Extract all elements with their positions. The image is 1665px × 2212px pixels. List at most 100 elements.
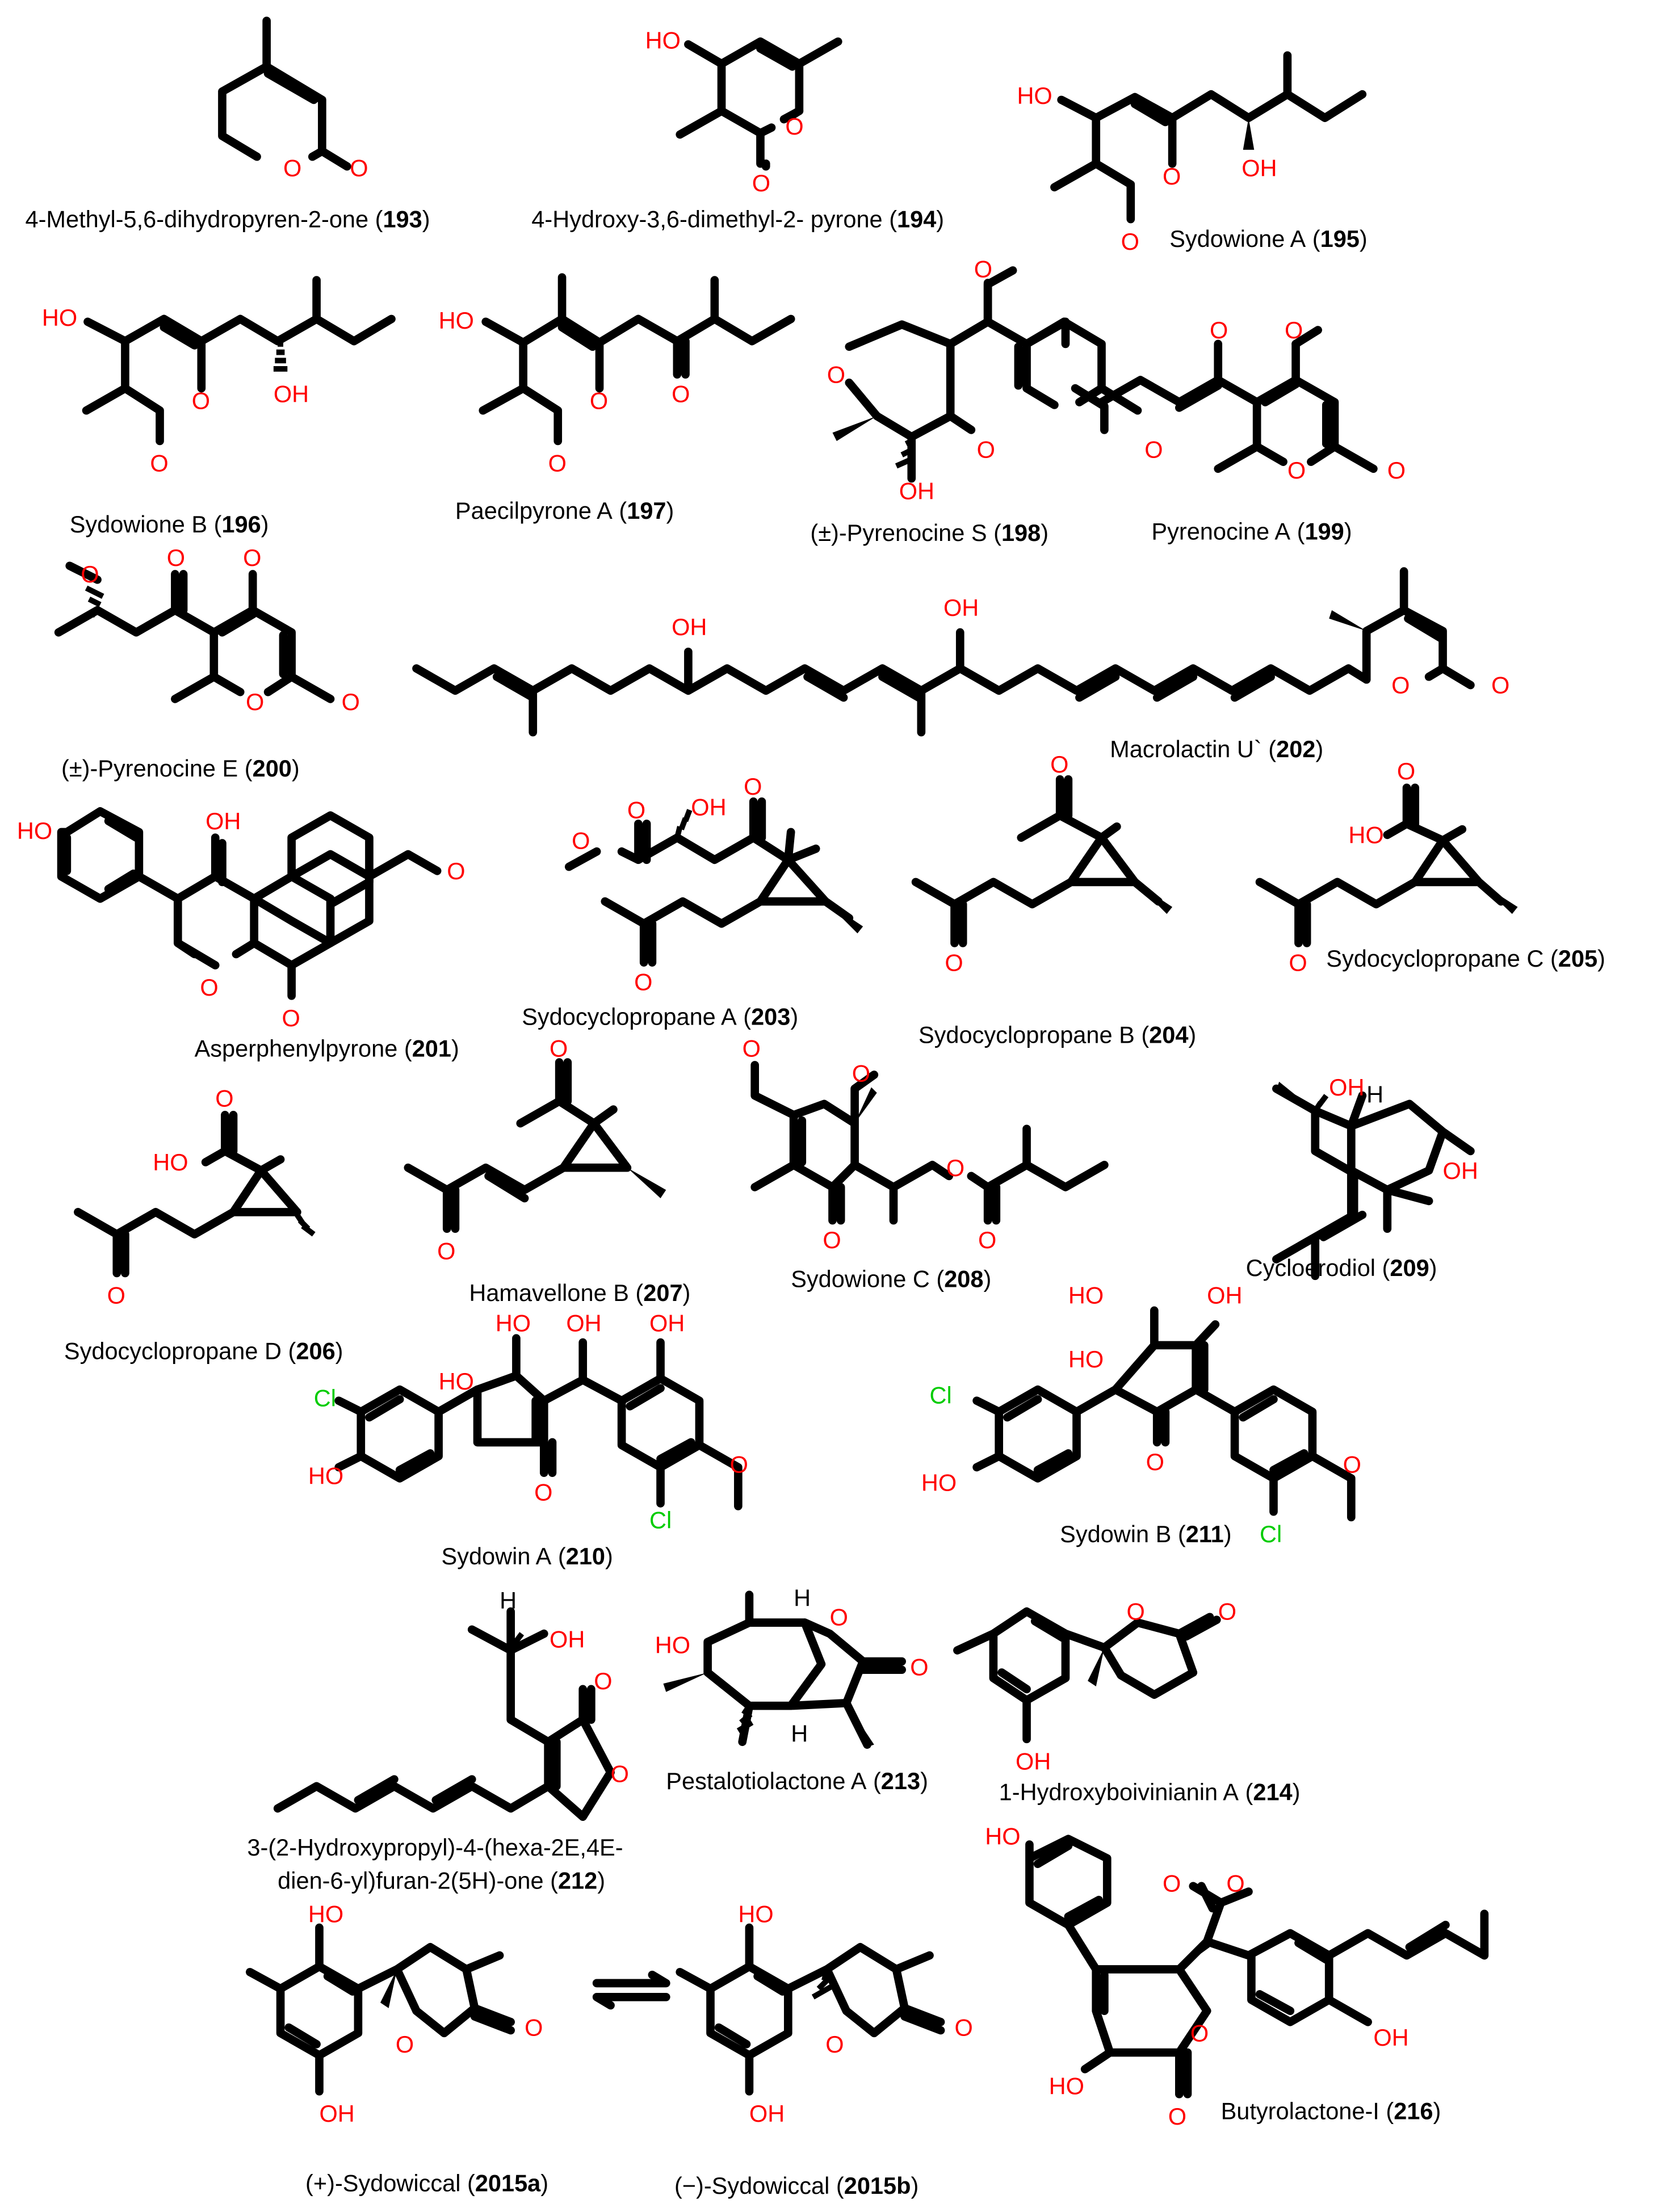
ring-hydroxy-label: HO: [496, 1310, 531, 1337]
caption-number: 2015a: [475, 2169, 541, 2196]
compound-196: HO O O OH Sydowione B (196): [42, 276, 396, 538]
svg-text:4-Methyl-5,6-dihydropyren-2-on: 4-Methyl-5,6-dihydropyren-2-one (193): [26, 206, 430, 233]
svg-text:Sydowin B (211): Sydowin B (211): [1060, 1521, 1231, 1547]
caption-number: 201: [412, 1035, 451, 1062]
compound-200: O O O O O (±)-Pyrenocine E (200): [54, 544, 360, 782]
hydroxy-label: HO: [645, 27, 681, 54]
svg-text:Sydowin A (210): Sydowin A (210): [442, 1543, 613, 1569]
svg-text:Sydowione C (208): Sydowione C (208): [791, 1265, 991, 1292]
caption-name: Macrolactin U`: [1110, 736, 1262, 762]
carbonyl-oxygen-label: O: [342, 689, 360, 715]
caption-name: 4-Methyl-5,6-dihydropyren-2-one: [26, 206, 369, 233]
ring-oxygen-label: O: [1190, 2020, 1209, 2046]
compound-209: OH H OH Cycloerodiol (209): [1246, 1074, 1478, 1281]
ester-carbonyl-label: O: [627, 797, 645, 824]
tertiary-hydroxy-label: HO: [439, 1368, 474, 1395]
carbonyl-oxygen-label: O: [282, 1005, 300, 1031]
caption-number: 211: [1186, 1521, 1224, 1547]
caption-name: (±)-Pyrenocine S: [810, 519, 987, 546]
side-chain-hydroxy-label: OH: [1242, 154, 1277, 181]
carbonyl-oxygen-label: O: [150, 450, 168, 477]
svg-text:Sydowione A (195): Sydowione A (195): [1169, 225, 1368, 252]
ring-oxygen-label: O: [246, 689, 264, 715]
carbonyl-oxygen-label: O: [350, 154, 368, 181]
compound-201: HO OH O O O Asperphenylpyrone (201): [17, 807, 465, 1062]
ester-carbonyl-label: O: [978, 1227, 996, 1253]
svg-text:Macrolactin U` (202): Macrolactin U` (202): [1110, 736, 1323, 762]
caption-number: 199: [1305, 518, 1344, 544]
ester-oxygen-label: O: [572, 827, 590, 854]
chloro-label-1: Cl: [930, 1382, 952, 1409]
ring-hydroxy-label: HO: [1068, 1282, 1104, 1309]
methoxy-label: O: [852, 1060, 870, 1087]
compound-216: HO O O O HO O OH Butyrolactone-I (216): [985, 1823, 1489, 2130]
caption-number: 205: [1558, 945, 1597, 972]
hydroxy-label: OH: [1016, 1748, 1051, 1775]
compound-210: Cl HO HO HO OH O OH O Cl Sydowin A (210): [308, 1310, 748, 1569]
caption-number: 206: [296, 1337, 335, 1364]
ring-oxygen-label: O: [1126, 1598, 1144, 1625]
svg-text:4-Hydroxy-3,6-dimethyl-2- pyro: 4-Hydroxy-3,6-dimethyl-2- pyrone (194): [531, 206, 944, 233]
caption-name: Sydowione B: [70, 511, 207, 538]
methyl-ketone-oxygen-label: O: [634, 968, 652, 995]
ketone-oxygen-label: O: [107, 1282, 125, 1309]
caption-number: 203: [751, 1004, 790, 1030]
acid-hydroxy-label: HO: [1348, 822, 1383, 849]
side-chain-hydroxy-label: OH: [274, 381, 309, 408]
caption-name: Sydowin A: [442, 1543, 552, 1569]
ring-oxygen-label: O: [1163, 163, 1181, 190]
caption-name: 4-Hydroxy-3,6-dimethyl-2- pyrone: [531, 206, 882, 233]
ring-oxygen-label: O: [1287, 457, 1306, 484]
caption-name: (−)-Sydowiccal: [674, 2172, 829, 2199]
hydroxy-label-1: OH: [672, 614, 707, 640]
carbonyl-oxygen-label: O: [1218, 1598, 1236, 1625]
caption-name: Butyrolactone-I: [1221, 2097, 1379, 2124]
hydroxy-label: HO: [42, 304, 77, 331]
hydroxy-label-1: HO: [308, 1900, 343, 1927]
carbonyl-oxygen-label: O: [1491, 672, 1509, 699]
ring-oxygen-label: O: [825, 2031, 844, 2058]
ketone-oxygen-label: O: [1050, 751, 1068, 778]
ketone-oxygen-label: O: [534, 1479, 552, 1506]
caption-name: Asperphenylpyrone: [195, 1035, 398, 1062]
enol-hydroxy-label: OH: [205, 808, 241, 834]
carbonyl-oxygen-label: O: [1387, 457, 1406, 484]
svg-text:Sydocyclopropane C (205): Sydocyclopropane C (205): [1326, 945, 1605, 972]
hydroxy-label-2: OH: [319, 2100, 354, 2127]
carbonyl-oxygen-label: O: [752, 170, 770, 196]
stereo-h-label: H: [500, 1587, 517, 1614]
svg-text:Pyrenocine A (199): Pyrenocine A (199): [1151, 518, 1352, 544]
carbonyl-oxygen-label: O: [525, 2014, 543, 2041]
ring-oxygen-label: O: [785, 113, 803, 140]
caption-name: Pyrenocine A: [1151, 518, 1290, 544]
caption-number: 214: [1253, 1778, 1292, 1805]
svg-text:Sydocyclopropane D (206): Sydocyclopropane D (206): [64, 1337, 343, 1364]
ring-oxygen-label: O: [590, 388, 608, 414]
caption-number: 213: [881, 1768, 920, 1794]
carbonyl-oxygen-label: O: [910, 1653, 928, 1680]
caption-name: Sydocyclopropane B: [919, 1021, 1135, 1048]
compound-195: HO O O OH Sydowione A (195): [1017, 51, 1368, 255]
ester-oxygen-label: O: [946, 1155, 964, 1181]
methoxy-oxygen-label: O: [974, 256, 992, 283]
compound-204: O O Sydocyclopropane B (204): [911, 751, 1196, 1048]
compound-207: O O Hamavellone B (207): [404, 1035, 690, 1306]
caption-name: Cycloerodiol: [1246, 1254, 1375, 1281]
svg-text:(±)-Pyrenocine S (198): (±)-Pyrenocine S (198): [810, 519, 1049, 546]
phenol-hydroxy-label: HO: [985, 1823, 1020, 1850]
ring-oxygen-label: O: [200, 974, 218, 1001]
aryl-hydroxy-label: OH: [1373, 2024, 1408, 2051]
hydroxy-label-1: OH: [1329, 1074, 1364, 1101]
ketone-oxygen-label: O: [167, 544, 185, 571]
caption-name: Pestalotiolactone A: [666, 1768, 866, 1794]
caption-name: 1-Hydroxyboivinianin A: [999, 1778, 1239, 1805]
svg-text:Hamavellone B (207): Hamavellone B (207): [469, 1279, 690, 1306]
svg-text:dien-6-yl)furan-2(5H)-one (212: dien-6-yl)furan-2(5H)-one (212): [278, 1867, 605, 1894]
hydroxy-label-2: OH: [749, 2100, 785, 2127]
compound-194: HO O O 4-Hydroxy-3,6-dimethyl-2- pyrone …: [531, 27, 944, 233]
acid-carbonyl-label: O: [1397, 758, 1415, 784]
svg-text:Cycloerodiol (209): Cycloerodiol (209): [1246, 1254, 1437, 1281]
enone-oxygen-label: O: [437, 1237, 455, 1264]
compound-211: Cl HO HO HO OH O O Cl Sydowin B (211): [921, 1282, 1361, 1547]
ester-carbonyl-label: O: [1163, 1870, 1181, 1897]
